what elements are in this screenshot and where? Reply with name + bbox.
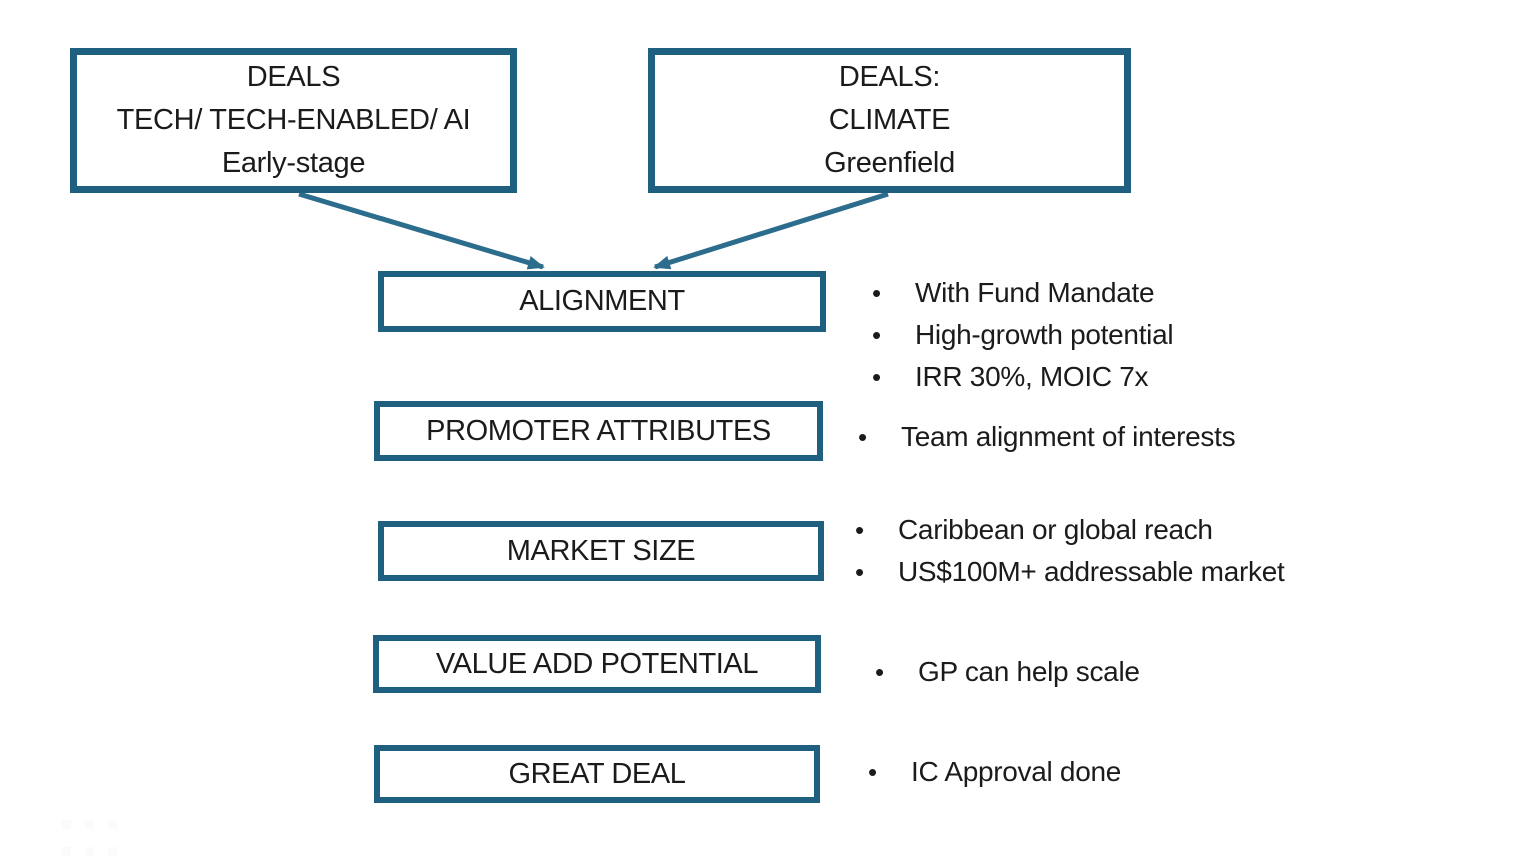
stage-box-value-add-potential: VALUE ADD POTENTIAL bbox=[373, 635, 821, 693]
stage-box-great-deal: GREAT DEAL bbox=[374, 745, 820, 803]
bullet-list-promoter-attributes: • Team alignment of interests bbox=[858, 416, 1236, 458]
bullet-list-value-add-potential: • GP can help scale bbox=[875, 651, 1140, 693]
faint-grid-artifact bbox=[62, 820, 124, 860]
bullet-text: Caribbean or global reach bbox=[898, 514, 1213, 545]
bullet-text: IC Approval done bbox=[911, 756, 1122, 787]
bullet-item: • With Fund Mandate bbox=[872, 272, 1173, 314]
stage-box-market-size: MARKET SIZE bbox=[378, 521, 824, 581]
source-box-line: DEALS bbox=[246, 61, 341, 93]
bullet-item: • US$100M+ addressable market bbox=[855, 551, 1285, 593]
bullet-item: • Team alignment of interests bbox=[858, 416, 1236, 458]
bullet-list-market-size: • Caribbean or global reach • US$100M+ a… bbox=[855, 509, 1285, 593]
bullet-icon: • bbox=[858, 422, 867, 452]
source-box-line: Early-stage bbox=[221, 147, 366, 179]
stage-box-alignment: ALIGNMENT bbox=[378, 271, 826, 332]
bullet-item: • IC Approval done bbox=[868, 751, 1121, 793]
bullet-icon: • bbox=[872, 278, 881, 308]
source-box-line: TECH/ TECH-ENABLED/ AI bbox=[116, 104, 471, 136]
bullet-item: • IRR 30%, MOIC 7x bbox=[872, 356, 1173, 398]
bullet-text: IRR 30%, MOIC 7x bbox=[915, 361, 1149, 392]
bullet-list-great-deal: • IC Approval done bbox=[868, 751, 1121, 793]
bullet-icon: • bbox=[875, 657, 884, 687]
bullet-text: GP can help scale bbox=[918, 656, 1140, 687]
bullet-icon: • bbox=[872, 362, 881, 392]
arrow-tech-to-alignment bbox=[298, 191, 545, 270]
bullet-text: With Fund Mandate bbox=[915, 277, 1155, 308]
bullet-item: • Caribbean or global reach bbox=[855, 509, 1284, 551]
bullet-list-alignment: • With Fund Mandate • High-growth potent… bbox=[872, 272, 1174, 398]
bullet-icon: • bbox=[872, 320, 881, 350]
stage-label: VALUE ADD POTENTIAL bbox=[435, 647, 759, 680]
stage-label: ALIGNMENT bbox=[519, 285, 685, 317]
stage-label: MARKET SIZE bbox=[506, 534, 696, 567]
stage-label: GREAT DEAL bbox=[508, 757, 686, 790]
bullet-text: Team alignment of interests bbox=[901, 421, 1236, 452]
bullet-item: • GP can help scale bbox=[875, 651, 1140, 693]
bullet-icon: • bbox=[855, 515, 864, 545]
source-box-tech-deals: DEALS TECH/ TECH-ENABLED/ AI Early-stage bbox=[70, 48, 517, 193]
stage-box-promoter-attributes: PROMOTER ATTRIBUTES bbox=[374, 401, 823, 461]
bullet-icon: • bbox=[868, 757, 877, 787]
bullet-text: High-growth potential bbox=[915, 319, 1174, 350]
bullet-icon: • bbox=[855, 557, 864, 587]
source-box-line: Greenfield bbox=[824, 147, 955, 179]
source-box-climate-deals: DEALS: CLIMATE Greenfield bbox=[648, 48, 1131, 193]
bullet-item: • High-growth potential bbox=[872, 314, 1174, 356]
arrow-climate-to-alignment bbox=[653, 191, 889, 270]
source-box-line: DEALS: bbox=[838, 61, 941, 93]
bullet-text: US$100M+ addressable market bbox=[898, 556, 1285, 587]
stage-label: PROMOTER ATTRIBUTES bbox=[426, 414, 771, 447]
source-box-line: CLIMATE bbox=[828, 104, 951, 136]
